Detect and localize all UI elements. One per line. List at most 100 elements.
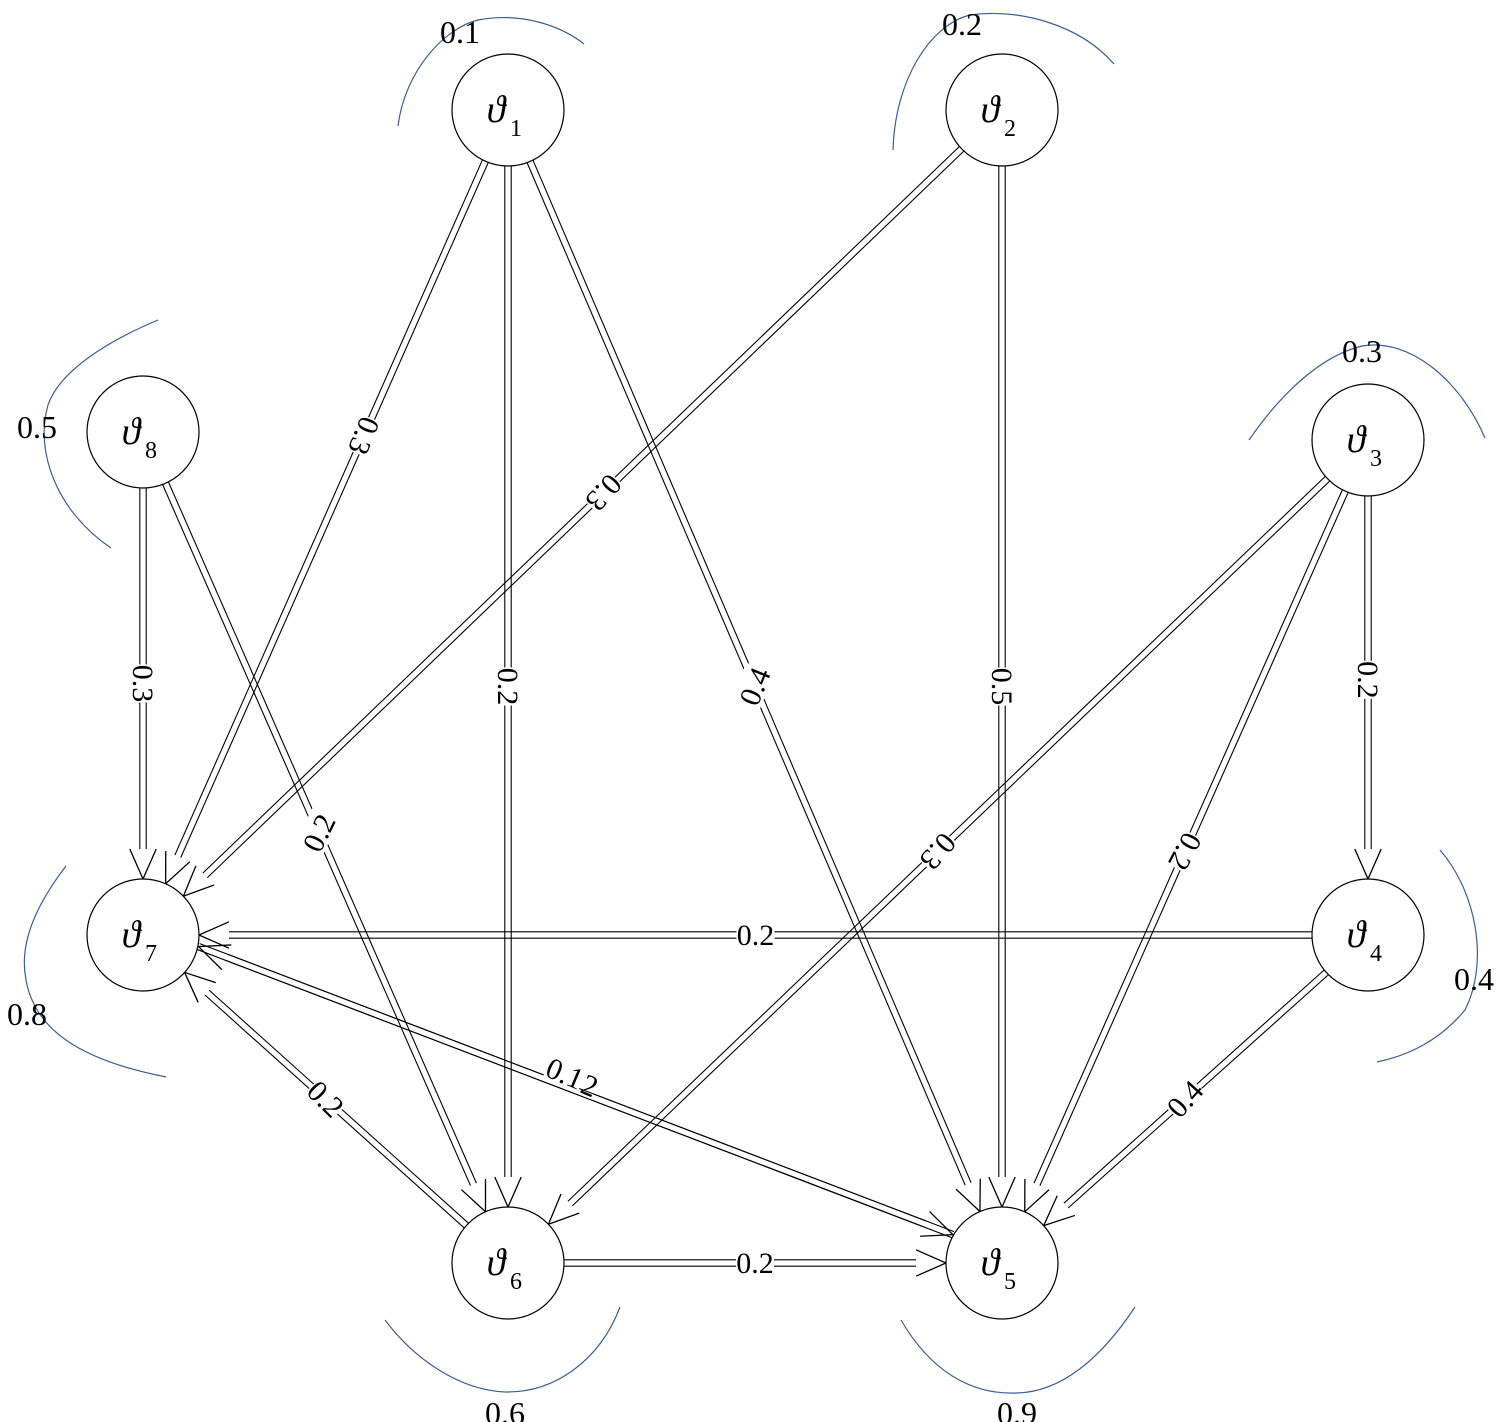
node-symbol: ϑ xyxy=(122,914,143,956)
edge-weight-label: 0.2 xyxy=(737,919,775,952)
edge-1-to-7-arrowhead xyxy=(165,851,191,886)
edge-weight-background xyxy=(1355,660,1385,699)
node-symbol: ϑ xyxy=(487,89,508,131)
edge-weight-label: 0.4 xyxy=(733,663,778,710)
self-loop-arc xyxy=(23,865,167,1078)
edge-6-to-7-arrowhead xyxy=(183,971,216,1003)
edge-weight-background xyxy=(302,1073,351,1122)
self-loop-1: 0.1 xyxy=(397,14,585,127)
self-loop-arc xyxy=(384,1306,621,1393)
self-loop-4: 0.4 xyxy=(1376,849,1494,1063)
node-subscript: 1 xyxy=(510,116,522,142)
node-subscript: 4 xyxy=(1370,941,1382,967)
edge-weight-background xyxy=(581,469,629,519)
edge-weight-background xyxy=(1159,1073,1208,1122)
edge-1-to-6-arrowhead xyxy=(494,1176,522,1209)
node-subscript: 8 xyxy=(145,438,157,464)
edge-1-to-7: 0.3 xyxy=(165,159,489,886)
edge-weight-label: 0.2 xyxy=(300,1074,350,1124)
self-loop-arc xyxy=(397,17,585,127)
self-loop-weight-label: 0.4 xyxy=(1454,961,1494,997)
node-symbol: ϑ xyxy=(487,1242,508,1284)
edge-2-to-7-rail-2 xyxy=(206,150,965,879)
self-loop-weight-label: 0.6 xyxy=(485,1395,525,1422)
self-loop-7: 0.8 xyxy=(7,865,167,1078)
edge-weight-label: 0.2 xyxy=(297,809,343,857)
edge-weight-background xyxy=(295,808,340,856)
edge-weight-label: 0.3 xyxy=(126,665,159,703)
node-circle xyxy=(451,53,565,167)
node-symbol: ϑ xyxy=(1347,914,1368,956)
node-circle xyxy=(1311,878,1425,992)
edge-3-to-6: 0.3 xyxy=(547,476,1331,1226)
edge-8-to-7: 0.3 xyxy=(126,488,160,881)
edge-weight-label: 0.2 xyxy=(1161,827,1208,876)
node-circle xyxy=(86,375,200,489)
self-loop-2: 0.2 xyxy=(892,6,1115,151)
edge-weight-label: 0.3 xyxy=(341,412,386,459)
edge-4-to-7: 0.2 xyxy=(197,918,1312,952)
edge-weight-label: 0.2 xyxy=(736,1247,774,1280)
edge-1-to-7-rail-2 xyxy=(180,162,489,858)
edge-3-to-5-arrowhead xyxy=(1024,1179,1050,1214)
edge-4-to-5-arrowhead xyxy=(1042,1195,1076,1227)
node-symbol: ϑ xyxy=(981,89,1002,131)
node-circle xyxy=(945,53,1059,167)
edge-5-to-7-rail-1 xyxy=(227,953,955,1233)
edge-weight-label: 0.3 xyxy=(913,826,963,876)
node-subscript: 2 xyxy=(1004,116,1016,142)
edge-7-to-5-arrowhead xyxy=(920,1211,955,1237)
node-circle xyxy=(945,1206,1059,1320)
edge-5-to-7-arrowhead xyxy=(197,944,232,971)
edge-weight-label: 0.4 xyxy=(1161,1074,1211,1124)
edge-weight-background xyxy=(732,662,775,709)
self-loop-arc xyxy=(1376,849,1478,1063)
edge-2-to-7-arrowhead xyxy=(182,865,215,898)
edge-3-to-4: 0.2 xyxy=(1351,496,1385,881)
self-loop-weight-label: 0.3 xyxy=(1342,333,1382,369)
self-loop-arc xyxy=(892,12,1115,151)
edges-layer: 0.30.20.40.30.50.30.20.20.20.30.20.40.20… xyxy=(126,146,1385,1280)
edge-5-to-7-rail-2 xyxy=(225,959,952,1239)
edge-weight-label: 0.2 xyxy=(1351,661,1384,699)
edge-3-to-6-arrowhead xyxy=(547,1193,580,1226)
self-loop-weight-label: 0.2 xyxy=(942,6,982,42)
self-loop-weight-label: 0.8 xyxy=(7,996,47,1032)
edge-3-to-4-arrowhead xyxy=(1354,848,1382,881)
self-loop-arc xyxy=(900,1306,1136,1394)
self-loop-6: 0.6 xyxy=(384,1306,621,1422)
edge-8-to-7-arrowhead xyxy=(129,848,157,881)
edge-weight-background xyxy=(989,667,1019,706)
edge-2-to-7-rail-1 xyxy=(202,146,960,874)
edge-weight-background xyxy=(495,667,525,706)
edge-1-to-7-rail-1 xyxy=(174,159,483,856)
edge-6-to-5: 0.2 xyxy=(564,1246,948,1280)
edge-6-to-7: 0.2 xyxy=(183,971,469,1229)
self-loop-8: 0.5 xyxy=(17,319,159,549)
node-subscript: 5 xyxy=(1004,1269,1016,1295)
node-subscript: 6 xyxy=(510,1269,522,1295)
node-symbol: ϑ xyxy=(1347,419,1368,461)
node-circle xyxy=(451,1206,565,1320)
node-subscript: 3 xyxy=(1370,446,1382,472)
edge-4-to-7-arrowhead xyxy=(197,921,230,949)
self-loop-5: 0.9 xyxy=(900,1306,1136,1422)
edge-weight-background xyxy=(736,1246,774,1276)
edge-1-to-5-arrowhead xyxy=(955,1178,981,1214)
node-subscript: 7 xyxy=(145,941,157,967)
self-loop-weight-label: 0.5 xyxy=(17,409,57,445)
edge-weight-background xyxy=(542,1050,590,1094)
self-loop-weight-label: 0.9 xyxy=(997,1395,1037,1422)
edge-1-to-5: 0.4 xyxy=(526,159,981,1214)
edge-weight-label: 0.5 xyxy=(985,668,1018,706)
